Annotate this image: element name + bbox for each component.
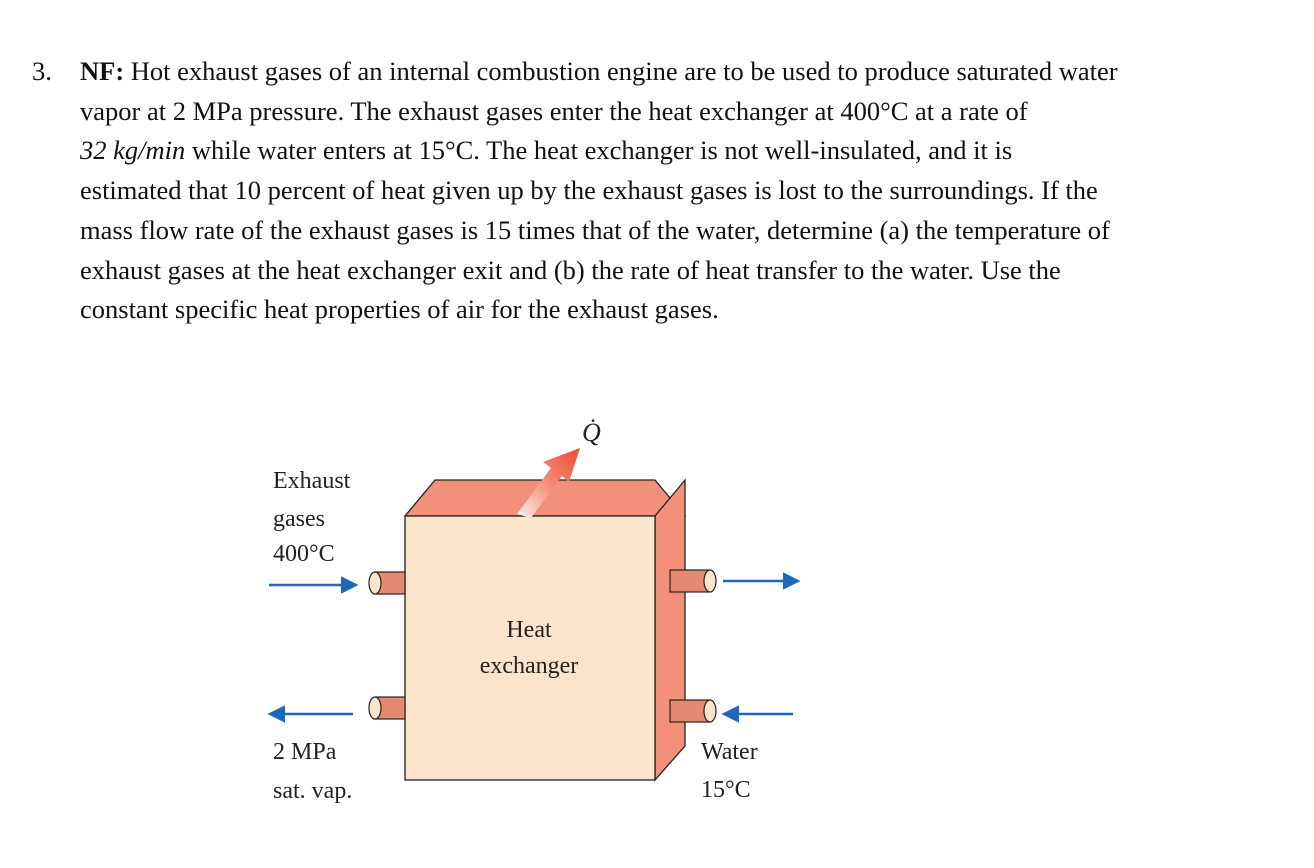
water-outlet-pipe (669, 569, 717, 593)
exhaust-label-2: gases (273, 506, 325, 532)
problem-tag: NF: (80, 56, 125, 86)
problem-text: NF: Hot exhaust gases of an internal com… (80, 52, 1262, 330)
exhaust-inlet-pipe (368, 571, 406, 595)
box-side (654, 478, 686, 782)
exhaust-label-1: Exhaust (273, 468, 351, 494)
problem-line-2: vapor at 2 MPa pressure. The exhaust gas… (80, 95, 1028, 126)
heat-loss-arrow (517, 448, 580, 518)
water-inlet-pipe (669, 699, 717, 723)
heat-exchanger-diagram (267, 448, 801, 782)
problem-number: 3. (32, 56, 52, 86)
water-label: Water (701, 739, 758, 765)
mass-rate: 32 kg/min (80, 135, 186, 166)
problem-line-6: exhaust gases at the heat exchanger exit… (80, 254, 1061, 285)
exhaust-temp-label: 400°C (273, 541, 335, 567)
water-temp-label: 15°C (701, 777, 751, 803)
problem-statement: 3. NF: Hot exhaust gases of an internal … (32, 52, 1262, 330)
hx-label-1: Heat (506, 617, 552, 643)
heat-exchanger-figure: Q̇ Exhaust gases 400°C Heat exchanger 2 … (255, 408, 815, 828)
problem-line-7: constant specific heat properties of air… (80, 294, 719, 325)
problem-line-5: mass flow rate of the exhaust gases is 1… (80, 214, 1110, 245)
problem-line-1: NF: Hot exhaust gases of an internal com… (80, 56, 1118, 86)
heat-rate-label: Q̇ (582, 418, 601, 447)
problem-line-4: estimated that 10 percent of heat given … (80, 175, 1098, 206)
hx-label-2: exchanger (479, 653, 579, 679)
exhaust-outlet-pipe (368, 696, 406, 720)
outlet-pressure-label: 2 MPa (273, 739, 337, 765)
outlet-state-label: sat. vap. (273, 778, 353, 804)
problem-line-3: 32 kg/min while water enters at 15°C. Th… (80, 135, 1013, 166)
box-front (404, 515, 656, 781)
